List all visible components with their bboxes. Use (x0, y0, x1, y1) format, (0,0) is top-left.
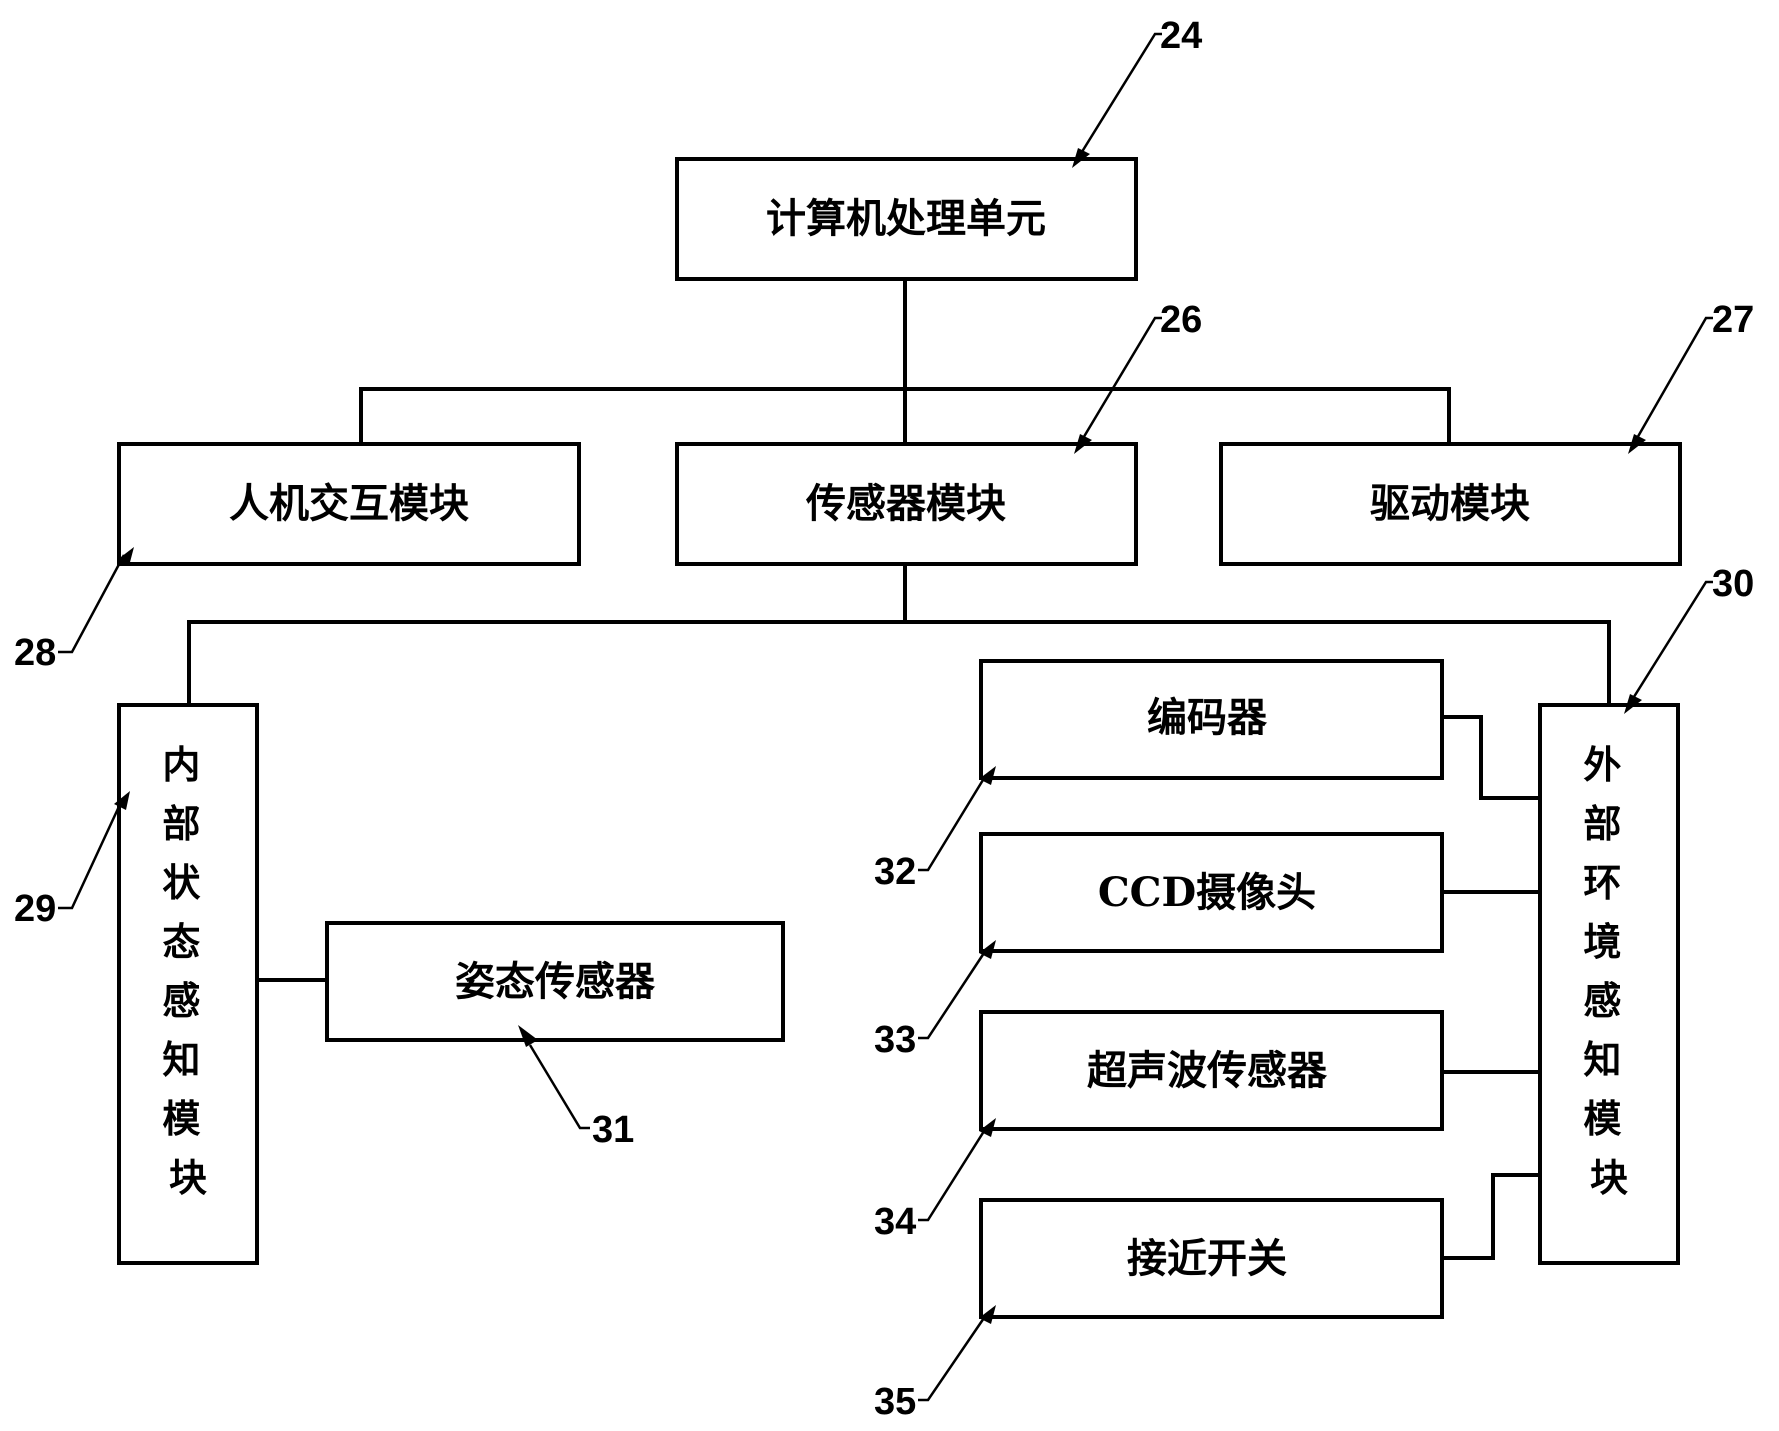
ref-31: 31 (518, 1025, 634, 1151)
node-external-env-module[interactable]: 外 部 环 境 感 知 模 块 (1538, 703, 1680, 1265)
vertical-label-char: 知 (1583, 1037, 1621, 1082)
node-encoder[interactable]: 编码器 (979, 659, 1444, 780)
node-proximity-switch[interactable]: 接近开关 (979, 1198, 1444, 1319)
arrowhead-icon (979, 1305, 996, 1324)
vertical-label-char: 部 (162, 801, 200, 846)
vertical-label-char: 部 (1583, 801, 1621, 846)
node-label: 计算机处理单元 (766, 195, 1046, 242)
ref-32: 32 (874, 766, 996, 893)
svg-text:35: 35 (874, 1381, 916, 1423)
edge-bus-top (359, 387, 1451, 444)
edge-bus-lower (187, 620, 1611, 705)
ref-34: 34 (874, 1118, 996, 1243)
vertical-label-char: 环 (1583, 860, 1621, 905)
node-label-vertical: 内 部 状 态 感 知 模 块 (162, 742, 213, 1200)
arrowhead-icon (117, 547, 134, 566)
ref-26: 26 (1074, 299, 1202, 454)
vertical-label-char: 块 (1590, 1155, 1628, 1200)
vertical-label-char: 内 (162, 742, 200, 787)
node-label: 超声波传感器 (1087, 1047, 1328, 1094)
arrowhead-icon (1628, 434, 1646, 454)
svg-text:24: 24 (1160, 15, 1202, 57)
arrowhead-icon (979, 766, 996, 785)
arrowhead-icon (1074, 434, 1092, 454)
node-sensor-module[interactable]: 传感器模块 (675, 442, 1138, 566)
vertical-label-char: 模 (1583, 1096, 1621, 1141)
ref-28: 28 (14, 547, 134, 674)
vertical-label-char: 状 (162, 860, 201, 905)
connectors (187, 281, 1611, 1260)
svg-text:31: 31 (592, 1109, 634, 1151)
ref-35: 35 (874, 1305, 996, 1423)
node-internal-state-module[interactable]: 内 部 状 态 感 知 模 块 (117, 703, 259, 1265)
node-attitude-sensor[interactable]: 姿态传感器 (325, 921, 785, 1042)
vertical-label-char: 模 (162, 1096, 200, 1141)
ref-30: 30 (1624, 563, 1754, 714)
node-label: 传感器模块 (805, 480, 1006, 527)
svg-text:33: 33 (874, 1019, 916, 1061)
ref-24: 24 (1072, 15, 1202, 168)
ref-33: 33 (874, 940, 996, 1061)
vertical-label-char: 块 (169, 1155, 207, 1200)
vertical-label-char: 感 (1583, 978, 1621, 1023)
svg-text:26: 26 (1160, 299, 1202, 341)
edge-proximity-to-external (1442, 1173, 1540, 1260)
arrowhead-icon (114, 791, 130, 810)
svg-text:34: 34 (874, 1201, 916, 1243)
svg-text:29: 29 (14, 888, 56, 930)
node-label: 姿态传感器 (455, 958, 656, 1005)
node-label-vertical: 外 部 环 境 感 知 模 块 (1583, 742, 1634, 1200)
node-label: 接近开关 (1127, 1235, 1287, 1282)
edge-encoder-to-external (1442, 715, 1540, 800)
vertical-label-char: 知 (162, 1037, 200, 1082)
svg-text:32: 32 (874, 851, 916, 893)
arrowhead-icon (1624, 694, 1642, 714)
ref-27: 27 (1628, 299, 1754, 454)
node-label: 驱动模块 (1370, 480, 1530, 527)
node-label: 人机交互模块 (229, 480, 469, 527)
arrowhead-icon (518, 1025, 538, 1047)
vertical-label-char: 感 (162, 978, 200, 1023)
vertical-label-char: 境 (1583, 919, 1621, 964)
node-label: 编码器 (1147, 694, 1268, 741)
ref-29: 29 (14, 791, 130, 930)
arrowhead-icon (1072, 148, 1090, 168)
node-label: CCD摄像头 (1098, 869, 1316, 916)
node-ultrasonic-sensor[interactable]: 超声波传感器 (979, 1010, 1444, 1131)
node-drive-module[interactable]: 驱动模块 (1219, 442, 1682, 566)
svg-text:27: 27 (1712, 299, 1754, 341)
node-computer-unit[interactable]: 计算机处理单元 (675, 157, 1138, 281)
arrowhead-icon (979, 1118, 996, 1137)
vertical-label-char: 外 (1583, 742, 1621, 787)
svg-text:30: 30 (1712, 563, 1754, 605)
node-hmi-module[interactable]: 人机交互模块 (117, 442, 581, 566)
svg-text:28: 28 (14, 632, 56, 674)
vertical-label-char: 态 (162, 919, 200, 964)
node-ccd-camera[interactable]: CCD摄像头 (979, 832, 1444, 953)
arrowhead-icon (979, 940, 996, 959)
